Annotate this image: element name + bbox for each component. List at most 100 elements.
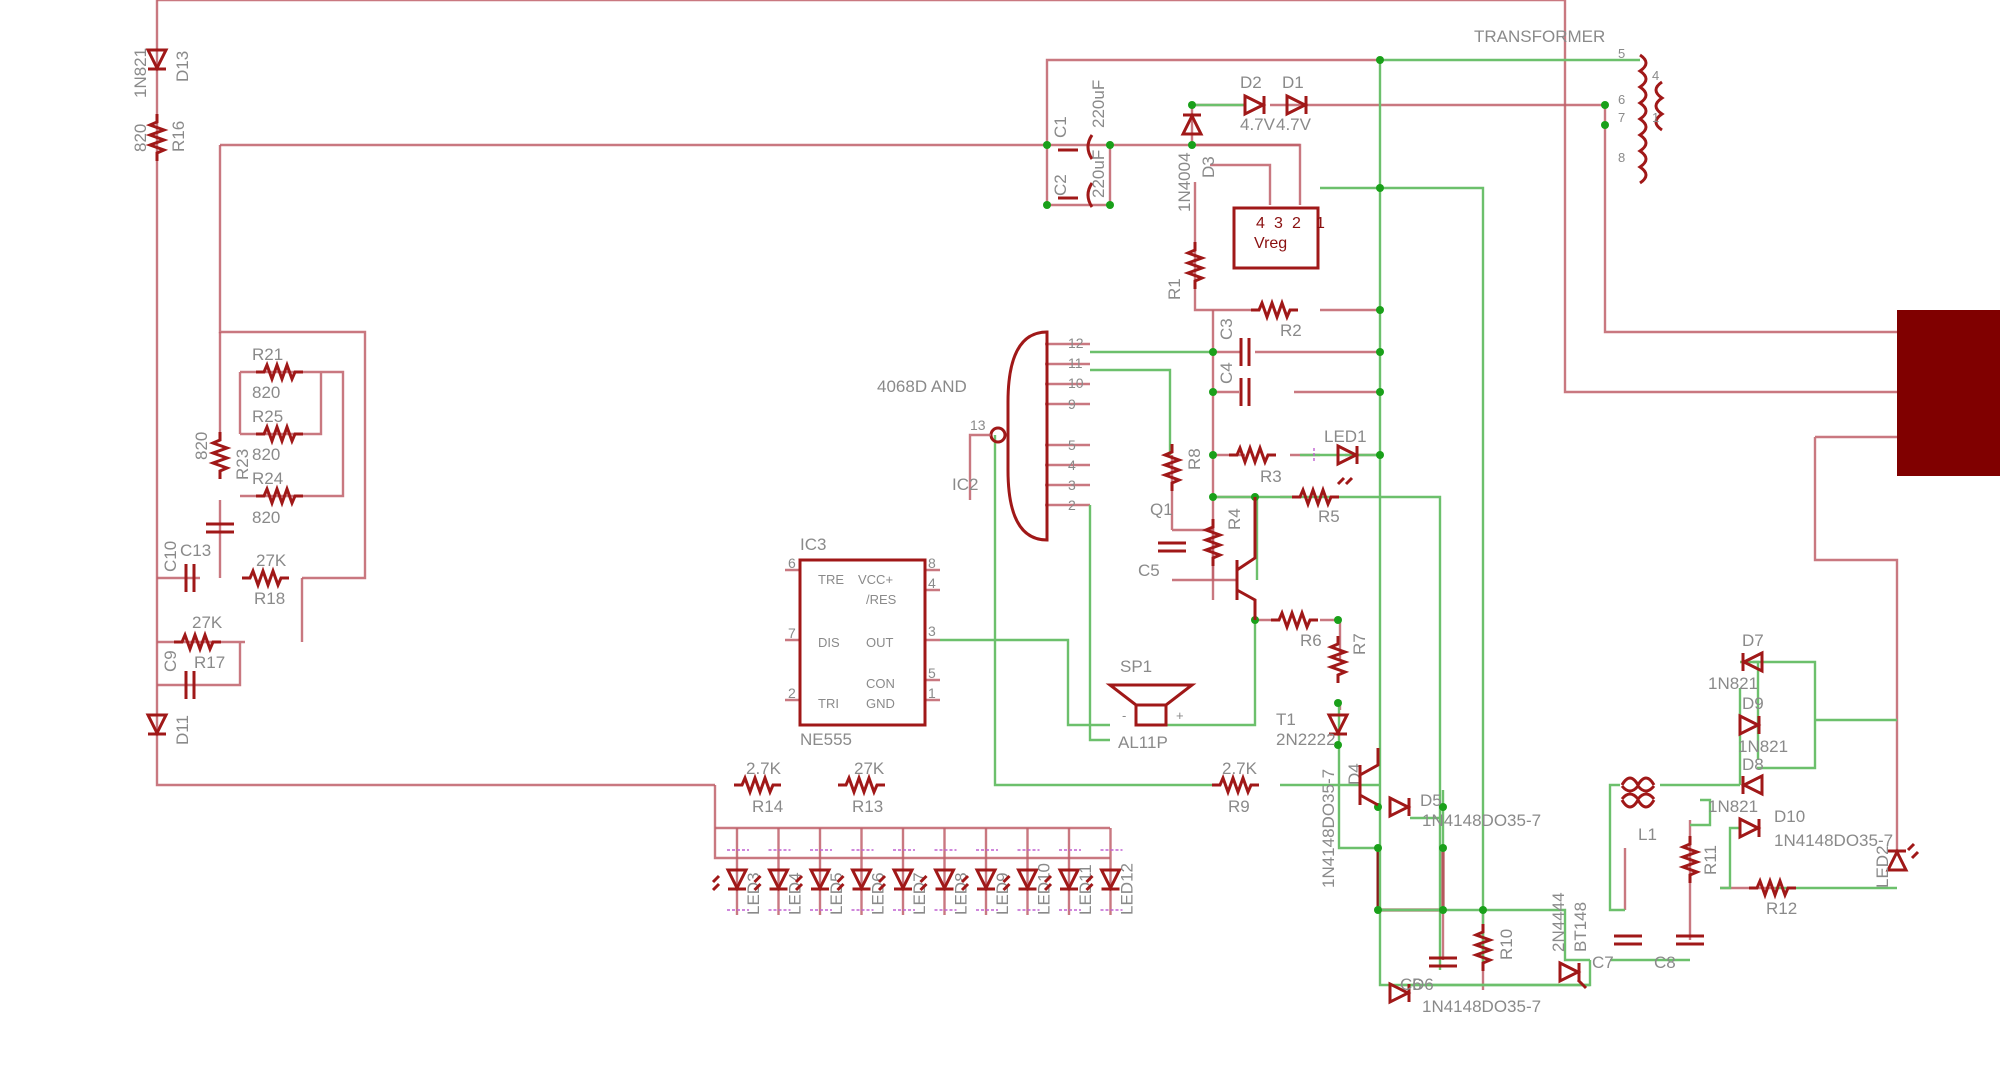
capacitor-c9[interactable]: C9	[161, 650, 196, 701]
led-led6[interactable]: LED6	[836, 828, 888, 915]
d7-value: 1N821	[1708, 674, 1758, 693]
capacitor-c8[interactable]: C8	[1654, 934, 1706, 972]
diode-d11[interactable]: D11	[146, 713, 192, 745]
capacitor-c6[interactable]: C6	[1400, 956, 1459, 994]
resistor-r25[interactable]: R25 820	[252, 407, 305, 464]
d13-value: 1N821	[131, 48, 150, 98]
resistor-r4[interactable]: R4	[1204, 508, 1244, 568]
diode-d10[interactable]: D10 1N4148DO35-7	[1738, 807, 1893, 850]
resistor-r11[interactable]: R11	[1681, 834, 1720, 885]
d7-label: D7	[1742, 631, 1764, 650]
transistor-q1[interactable]	[1235, 497, 1257, 620]
and-gate-ic2[interactable]: 4068D AND IC2 13 12 11 10 9 5 4 3 2	[877, 330, 1084, 542]
led-led1[interactable]: LED1	[1313, 427, 1367, 486]
voltage-regulator[interactable]: 4 3 2 1 Vreg	[1232, 206, 1325, 270]
resistor-r10[interactable]: R10	[1474, 922, 1516, 973]
connector-block	[1897, 310, 2000, 476]
resistor-r24[interactable]: R24 820	[252, 469, 305, 527]
resistor-r5[interactable]: R5	[1290, 488, 1341, 526]
ic3-pin-7: 7	[788, 625, 796, 641]
led-led10[interactable]: LED10	[1002, 828, 1054, 915]
led-led4[interactable]: LED4	[753, 828, 805, 915]
capacitor-c7[interactable]: C7	[1592, 934, 1644, 972]
resistor-r8[interactable]: R8	[1163, 442, 1204, 493]
thyristor-bt148[interactable]: 2N4444 BT148	[1549, 892, 1590, 990]
r8-label: R8	[1185, 448, 1204, 470]
r25-value: 820	[252, 445, 280, 464]
r13-value: 27K	[854, 759, 885, 778]
resistor-r9[interactable]: 2.7K R9	[1210, 759, 1261, 816]
resistor-r1[interactable]: R1	[1165, 240, 1204, 300]
capacitor-c3[interactable]: C3	[1217, 318, 1251, 368]
led2-label: LED2	[1873, 845, 1892, 888]
r23-value: 820	[192, 432, 211, 460]
resistor-r13[interactable]: 27K R13	[836, 759, 887, 816]
ic3-pin-out: OUT	[866, 635, 894, 650]
ic3-pin-1: 1	[928, 685, 936, 701]
diode-d13[interactable]: D13 1N821	[131, 48, 192, 98]
led-led2[interactable]: LED2	[1873, 842, 1920, 888]
resistor-r18[interactable]: 27K R18	[240, 551, 291, 608]
led-led8[interactable]: LED8	[919, 828, 971, 915]
zener-d2[interactable]: D2 4.7V	[1240, 73, 1276, 134]
diode-d9[interactable]: D9 1N821	[1738, 694, 1788, 756]
r11-label: R11	[1701, 845, 1720, 875]
diode-d4[interactable]: T1 2N2222 1N4148DO35-7 D4	[1276, 710, 1364, 888]
diode-d8[interactable]: D8 1N821	[1708, 755, 1764, 816]
ic2-pin-5: 5	[1068, 437, 1076, 453]
led-led7[interactable]: LED7	[877, 828, 929, 915]
ic2-part: 4068D AND	[877, 377, 967, 396]
resistor-r23[interactable]: R23 820	[192, 430, 252, 481]
transformer[interactable]: TRANSFORMER 5 6 7 8 4 1	[1474, 27, 1665, 185]
led-led3[interactable]: LED3	[711, 828, 763, 915]
r14-value: 2.7K	[746, 759, 782, 778]
sp1-plus: +	[1176, 708, 1184, 723]
r17-value: 27K	[192, 613, 223, 632]
c10-label: C10	[161, 541, 180, 572]
diode-d3[interactable]: D3 1N4004	[1175, 113, 1218, 212]
diode-d6[interactable]: D6 1N4148DO35-7	[1388, 975, 1541, 1016]
ic2-pin-2: 2	[1068, 497, 1076, 513]
resistor-r17[interactable]: 27K R17	[172, 613, 225, 672]
resistor-r14[interactable]: 2.7K R14	[732, 759, 783, 816]
ic3-pin-vcc: VCC+	[858, 572, 893, 587]
transformer-pin-7: 7	[1618, 110, 1625, 125]
zener-d1[interactable]: D1 4.7V	[1276, 73, 1312, 134]
timer-ic3[interactable]: IC3 NE555 6 7 2 TRE DIS TRI VCC+ /RES OU…	[788, 535, 936, 749]
ic3-pin-4: 4	[928, 575, 936, 591]
d4-value: 1N4148DO35-7	[1319, 769, 1338, 888]
resistor-r6[interactable]: R6	[1269, 611, 1322, 650]
sp1-label: SP1	[1120, 657, 1152, 676]
diode-d5[interactable]: D5 1N4148DO35-7	[1388, 791, 1541, 830]
d3-label: D3	[1199, 156, 1218, 178]
capacitor-c1[interactable]: C1 220uF	[1051, 80, 1108, 160]
diode-d7[interactable]: D7 1N821	[1708, 631, 1764, 693]
c1-value: 220uF	[1089, 80, 1108, 128]
inductor-l1[interactable]: L1	[1620, 776, 1657, 844]
resistor-r3[interactable]: R3	[1227, 446, 1282, 486]
led-led12[interactable]: LED12	[1085, 828, 1137, 915]
d6-value: 1N4148DO35-7	[1422, 997, 1541, 1016]
transistor-t1[interactable]	[1358, 748, 1380, 807]
r25-label: R25	[252, 407, 283, 426]
resistor-r12[interactable]: R12	[1747, 879, 1798, 918]
resistor-r2[interactable]: R2	[1249, 301, 1302, 340]
led-led5[interactable]: LED5	[794, 828, 846, 915]
d1-label: D1	[1282, 73, 1304, 92]
vreg-pin-4: 4	[1256, 215, 1265, 232]
capacitor-c4[interactable]: C4	[1217, 362, 1251, 408]
r4-label: R4	[1225, 508, 1244, 530]
r10-label: R10	[1497, 929, 1516, 960]
r3-label: R3	[1260, 467, 1282, 486]
resistor-r7[interactable]: R7	[1329, 633, 1369, 685]
speaker-sp1[interactable]: SP1 AL11P - +	[1105, 657, 1197, 752]
resistor-r16[interactable]: R16 820	[131, 112, 188, 163]
d8-label: D8	[1742, 755, 1764, 774]
d9-value: 1N821	[1738, 737, 1788, 756]
led-led9[interactable]: LED9	[960, 828, 1012, 915]
capacitor-c10[interactable]: C10 C13	[161, 541, 211, 594]
r16-label: R16	[169, 121, 188, 152]
capacitor-c5[interactable]: C5 Q1	[1138, 500, 1188, 580]
resistor-r21[interactable]: R21 820	[252, 345, 305, 402]
capacitor-c2[interactable]: C2 220uF	[1051, 150, 1108, 208]
